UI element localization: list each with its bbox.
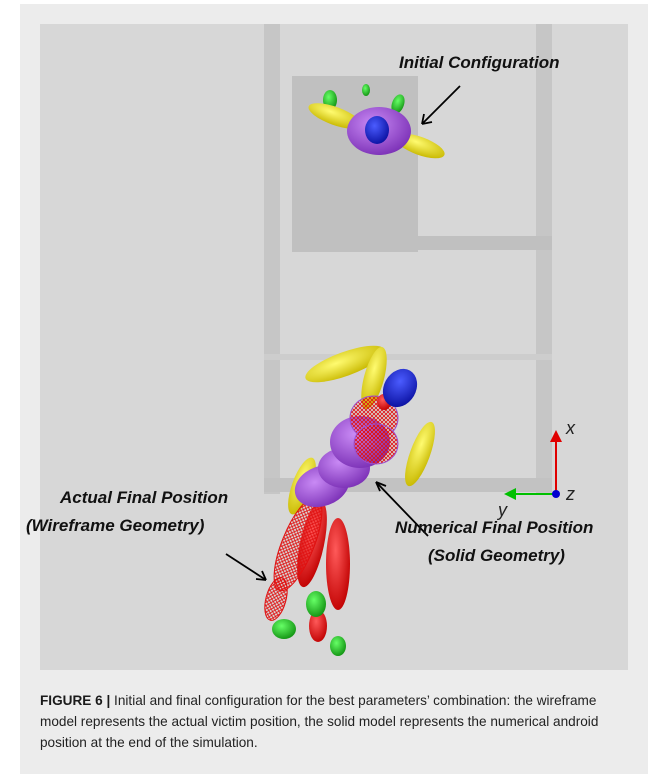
initial-model xyxy=(308,84,445,159)
label-initial-configuration: Initial Configuration xyxy=(399,53,560,72)
callout-arrows xyxy=(225,85,461,581)
label-numerical-final-line2: (Solid Geometry) xyxy=(428,546,565,565)
label-actual-final-line2: (Wireframe Geometry) xyxy=(26,516,205,535)
room-walls xyxy=(264,24,552,494)
caption-text: Initial and final configuration for the … xyxy=(40,693,599,750)
final-models xyxy=(264,345,435,656)
axis-label-z: z xyxy=(566,484,575,504)
label-numerical-final-line1: Numerical Final Position xyxy=(395,518,594,537)
coordinate-axes xyxy=(504,430,562,500)
caption-lead: FIGURE 6 | xyxy=(40,693,111,708)
axis-label-y: y xyxy=(498,500,507,520)
scene-graphics xyxy=(225,24,562,656)
figure-caption: FIGURE 6 | Initial and final configurati… xyxy=(40,690,630,753)
axis-label-x: x xyxy=(566,418,575,438)
simulation-scene: Initial Configuration Actual Final Posit… xyxy=(26,24,628,670)
label-actual-final-line1: Actual Final Position xyxy=(60,488,229,507)
